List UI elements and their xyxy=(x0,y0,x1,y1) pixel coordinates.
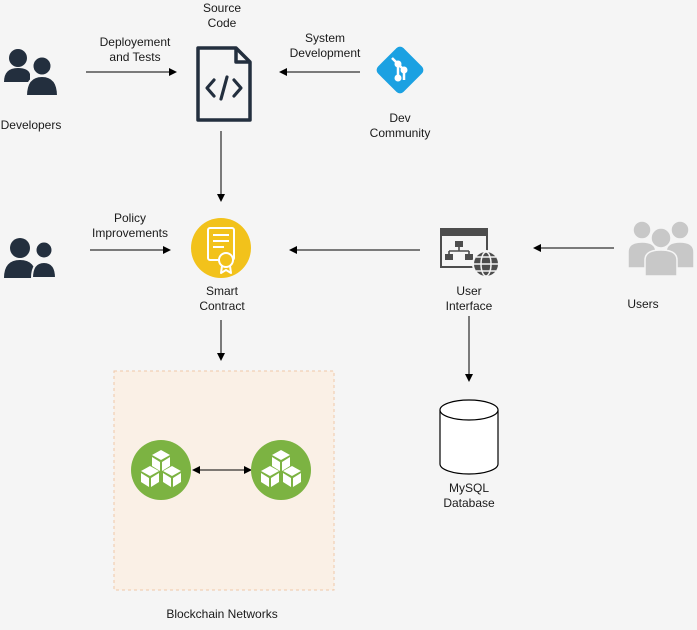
dev-community-label-line: Dev xyxy=(389,111,411,125)
user-interface-label-line: User xyxy=(456,284,482,298)
web-app-icon xyxy=(440,228,500,278)
source-code-label-line: Code xyxy=(207,16,237,30)
blockchain-block-icon xyxy=(131,440,191,500)
smart-contract-label-line: Contract xyxy=(199,299,245,313)
people-icon xyxy=(4,49,60,97)
blockchain-block-icon xyxy=(251,440,311,500)
users-label: Users xyxy=(620,297,666,312)
source-code-label: Source Code xyxy=(181,1,263,31)
git-icon xyxy=(376,46,424,94)
policy-improvements-label: Policy Improvements xyxy=(80,211,180,241)
deploy-tests-label: Deployement and Tests xyxy=(85,35,185,65)
system-development-label-line: Development xyxy=(289,46,361,60)
user-interface-label-line: Interface xyxy=(445,299,493,313)
mysql-database-label: MySQL Database xyxy=(429,481,509,511)
dev-community-label-line: Community xyxy=(369,126,431,140)
smart-contract-label-line: Smart xyxy=(205,284,238,298)
mysql-database-label-line: Database xyxy=(443,496,495,510)
deploy-tests-label-line: Deployement xyxy=(99,35,171,49)
users-group-icon xyxy=(627,220,695,277)
users-label-text: Users xyxy=(627,297,659,311)
code-file-icon xyxy=(196,46,252,122)
people-icon xyxy=(4,238,58,279)
mysql-database-label-line: MySQL xyxy=(448,481,489,495)
developers-label-text: Developers xyxy=(0,118,62,132)
dev-community-label: Dev Community xyxy=(355,111,445,141)
user-interface-label: User Interface xyxy=(429,284,509,314)
policy-improvements-label-line: Improvements xyxy=(91,226,169,240)
developers-label: Developers xyxy=(0,118,62,133)
system-development-label: System Development xyxy=(275,31,375,61)
blockchain-networks-label-text: Blockchain Networks xyxy=(166,607,278,621)
deploy-tests-label-line: and Tests xyxy=(109,50,161,64)
blockchain-networks-label: Blockchain Networks xyxy=(142,607,302,622)
system-development-label-line: System xyxy=(304,31,345,45)
smart-contract-label: Smart Contract xyxy=(181,284,263,314)
source-code-label-line: Source xyxy=(202,1,242,15)
certificate-icon xyxy=(191,218,251,278)
database-cylinder-icon xyxy=(439,399,499,475)
policy-improvements-label-line: Policy xyxy=(113,211,146,225)
